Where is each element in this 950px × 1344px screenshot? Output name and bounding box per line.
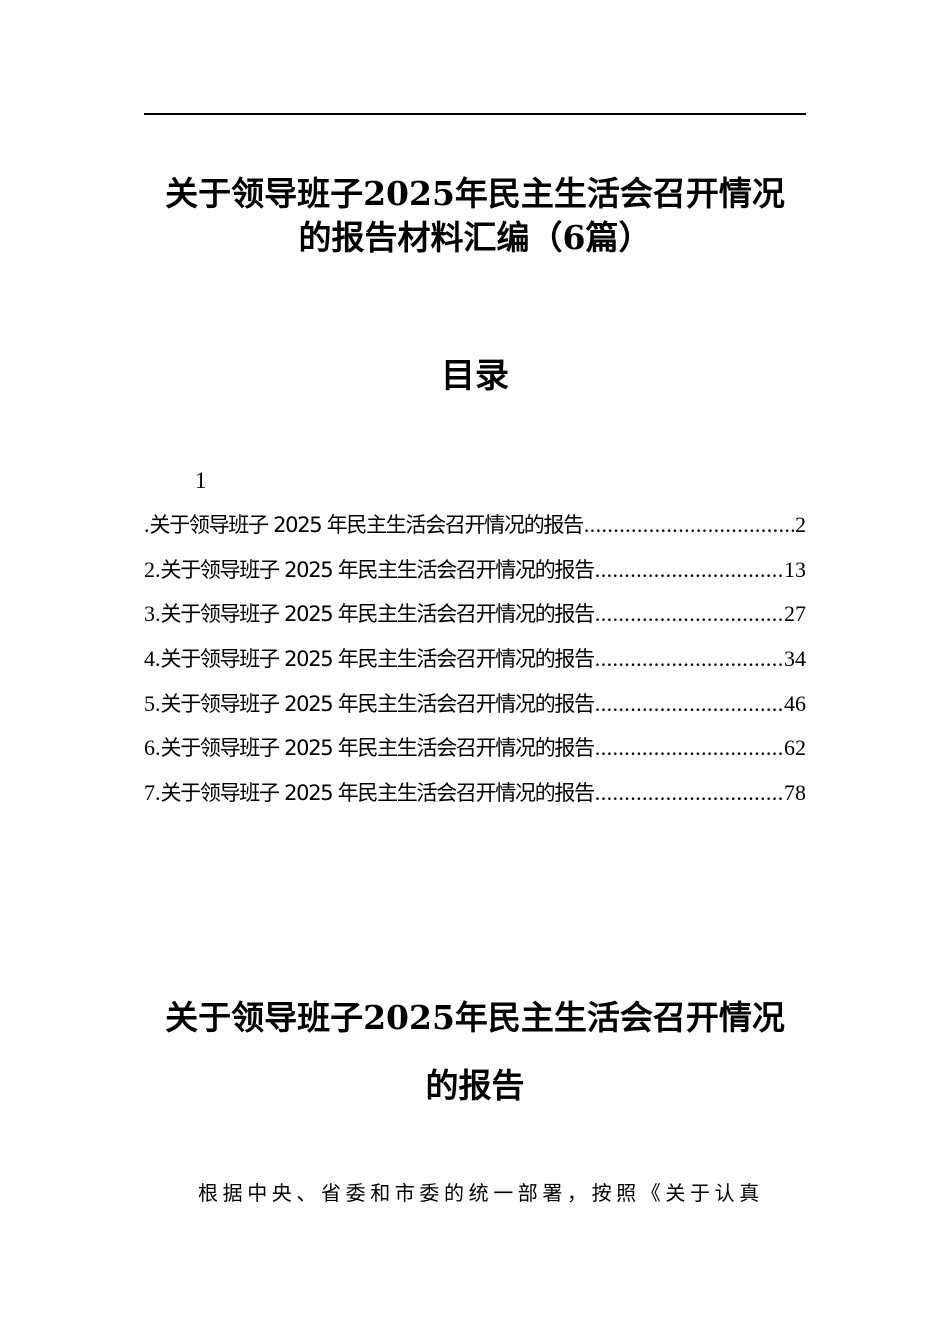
toc-entry-number: 3. (144, 601, 161, 627)
toc-entry[interactable]: 7. 关于领导班子 2025 年民主生活会召开情况的报告 78 (144, 778, 806, 823)
toc-dot-leader (595, 555, 783, 585)
toc-entry[interactable]: 3. 关于领导班子 2025 年民主生活会召开情况的报告 27 (144, 599, 806, 644)
toc-dot-leader (584, 510, 794, 540)
toc-entry-title: 关于领导班子 2025 年民主生活会召开情况的报告 (160, 736, 596, 761)
toc-entry-title: 关于领导班子 2025 年民主生活会召开情况的报告 (160, 781, 596, 806)
toc-entry[interactable]: 5. 关于领导班子 2025 年民主生活会召开情况的报告 46 (144, 689, 806, 734)
toc-entry[interactable]: . 关于领导班子 2025 年民主生活会召开情况的报告 2 (144, 510, 806, 555)
toc-entry[interactable]: 2. 关于领导班子 2025 年民主生活会召开情况的报告 13 (144, 555, 806, 600)
toc-heading: 目录 (441, 356, 509, 396)
section-title-line-2: 的报告 (425, 1066, 525, 1105)
toc-entry-title: 关于领导班子 2025 年民主生活会召开情况的报告 (160, 691, 596, 716)
toc-entry[interactable]: 6. 关于领导班子 2025 年民主生活会召开情况的报告 62 (144, 733, 806, 778)
toc-entry-number: . (144, 512, 150, 537)
toc-entry[interactable]: 4. 关于领导班子 2025 年民主生活会召开情况的报告 34 (144, 644, 806, 689)
toc-entry-title: 关于领导班子 2025 年民主生活会召开情况的报告 (149, 513, 585, 537)
toc-dot-leader (595, 733, 783, 763)
toc-entry-title: 关于领导班子 2025 年民主生活会召开情况的报告 (160, 602, 596, 627)
toc-entry-page: 34 (784, 646, 806, 672)
toc-dot-leader (595, 599, 783, 629)
toc-dot-leader (595, 778, 783, 808)
toc-entry-number: 4. (144, 646, 161, 672)
toc-entry-page: 62 (784, 735, 806, 761)
toc-item-number-wrapped: 1 (195, 468, 207, 493)
body-paragraph: 根据中央、省委和市委的统一部署，按照《关于认真 (198, 1181, 764, 1205)
toc-dot-leader (595, 689, 783, 719)
header-rule (144, 113, 806, 115)
section-title-line-1: 关于领导班子2025年民主生活会召开情况 (165, 998, 785, 1037)
toc-entry-number: 7. (144, 780, 161, 806)
toc-entry-page: 2 (795, 512, 806, 537)
toc-entry-page: 46 (784, 690, 806, 716)
toc-entry-page: 78 (784, 780, 806, 806)
table-of-contents: . 关于领导班子 2025 年民主生活会召开情况的报告 2 2. 关于领导班子 … (144, 510, 806, 823)
toc-entry-number: 5. (144, 690, 161, 716)
toc-entry-page: 27 (784, 601, 806, 627)
toc-entry-title: 关于领导班子 2025 年民主生活会召开情况的报告 (160, 557, 596, 582)
document-title-line-1: 关于领导班子2025年民主生活会召开情况 (165, 174, 785, 213)
toc-entry-page: 13 (784, 556, 806, 582)
toc-entry-number: 2. (144, 556, 161, 582)
toc-dot-leader (595, 644, 783, 674)
document-title-line-2: 的报告材料汇编（6篇） (298, 218, 652, 257)
toc-entry-title: 关于领导班子 2025 年民主生活会召开情况的报告 (160, 647, 596, 672)
toc-entry-number: 6. (144, 735, 161, 761)
